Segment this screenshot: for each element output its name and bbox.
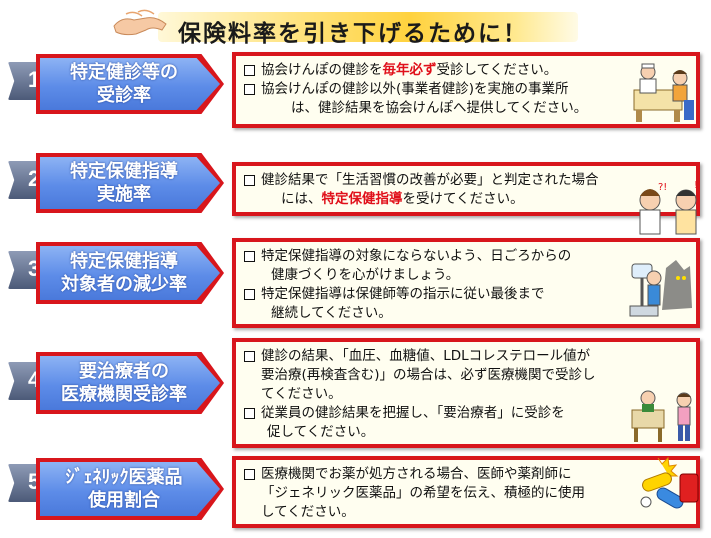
row-label: 要治療者の 医療機関受診率 (36, 352, 224, 414)
checkbox-icon (244, 289, 255, 300)
row-label: 特定健診等の 受診率 (36, 54, 224, 114)
checkbox-icon (244, 408, 255, 419)
medicine-pills-icon (640, 456, 699, 509)
list-item: 従業員の健診結果を把握し、「要治療者」に受診を促してください。 (244, 404, 688, 442)
content-box: 医療機関でお薬が処方される場合、医師や薬剤師に「ジェネリック医薬品」の希望を伝え… (232, 456, 700, 528)
checkbox-icon (244, 175, 255, 186)
content-box: 健診の結果、「血圧、血糖値、LDLコレステロール値が要治療(再検査含む)」の場合… (232, 338, 700, 448)
checkbox-icon (244, 65, 255, 76)
list-item: 医療機関でお薬が処方される場合、医師や薬剤師に「ジェネリック医薬品」の希望を伝え… (244, 465, 688, 522)
content-box: 健診結果で「生活習慣の改善が必要」と判定された場合には、特定保健指導を受けてくだ… (232, 162, 700, 216)
title-banner (158, 12, 578, 42)
row-label: ｼﾞｪﾈﾘｯｸ医薬品 使用割合 (36, 458, 224, 520)
scale-weighing-icon (629, 260, 692, 317)
list-item: 健診の結果、「血圧、血糖値、LDLコレステロール値が要治療(再検査含む)」の場合… (244, 347, 688, 404)
list-item: 特定保健指導の対象にならないよう、日ごろからの健康づくりを心がけましょう。 (244, 247, 688, 285)
handshake-icon (113, 9, 167, 36)
row-label: 特定保健指導 対象者の減少率 (36, 242, 224, 304)
checkbox-icon (244, 469, 255, 480)
checkbox-icon (244, 251, 255, 262)
list-item: 協会けんぽの健診以外(事業者健診)を実施の事業所は、健診結果を協会けんぽへ提供し… (244, 80, 688, 118)
list-item: 協会けんぽの健診を毎年必ず受診してください。 (244, 61, 688, 80)
content-box: 特定保健指導の対象にならないよう、日ごろからの健康づくりを心がけましょう。 特定… (232, 238, 700, 328)
list-item: 特定保健指導は保健師等の指示に従い最後まで継続してください。 (244, 285, 688, 323)
content-box: 協会けんぽの健診を毎年必ず受診してください。 協会けんぽの健診以外(事業者健診)… (232, 52, 700, 128)
checkbox-icon (244, 84, 255, 95)
row-label: 特定保健指導 実施率 (36, 153, 224, 213)
list-item: 健診結果で「生活習慣の改善が必要」と判定された場合には、特定保健指導を受けてくだ… (244, 171, 688, 209)
page-title: 保険料率を引き下げるために！ (178, 21, 528, 47)
title-area: 保険料率を引き下げるために！ (112, 8, 582, 48)
svg-text:!: ! (694, 180, 698, 191)
svg-text:?!: ?! (658, 182, 667, 193)
doctor-patient-icon (633, 63, 694, 122)
checkbox-icon (244, 351, 255, 362)
consultation-icon: ?! ! (639, 180, 698, 235)
workers-icon (631, 390, 692, 442)
